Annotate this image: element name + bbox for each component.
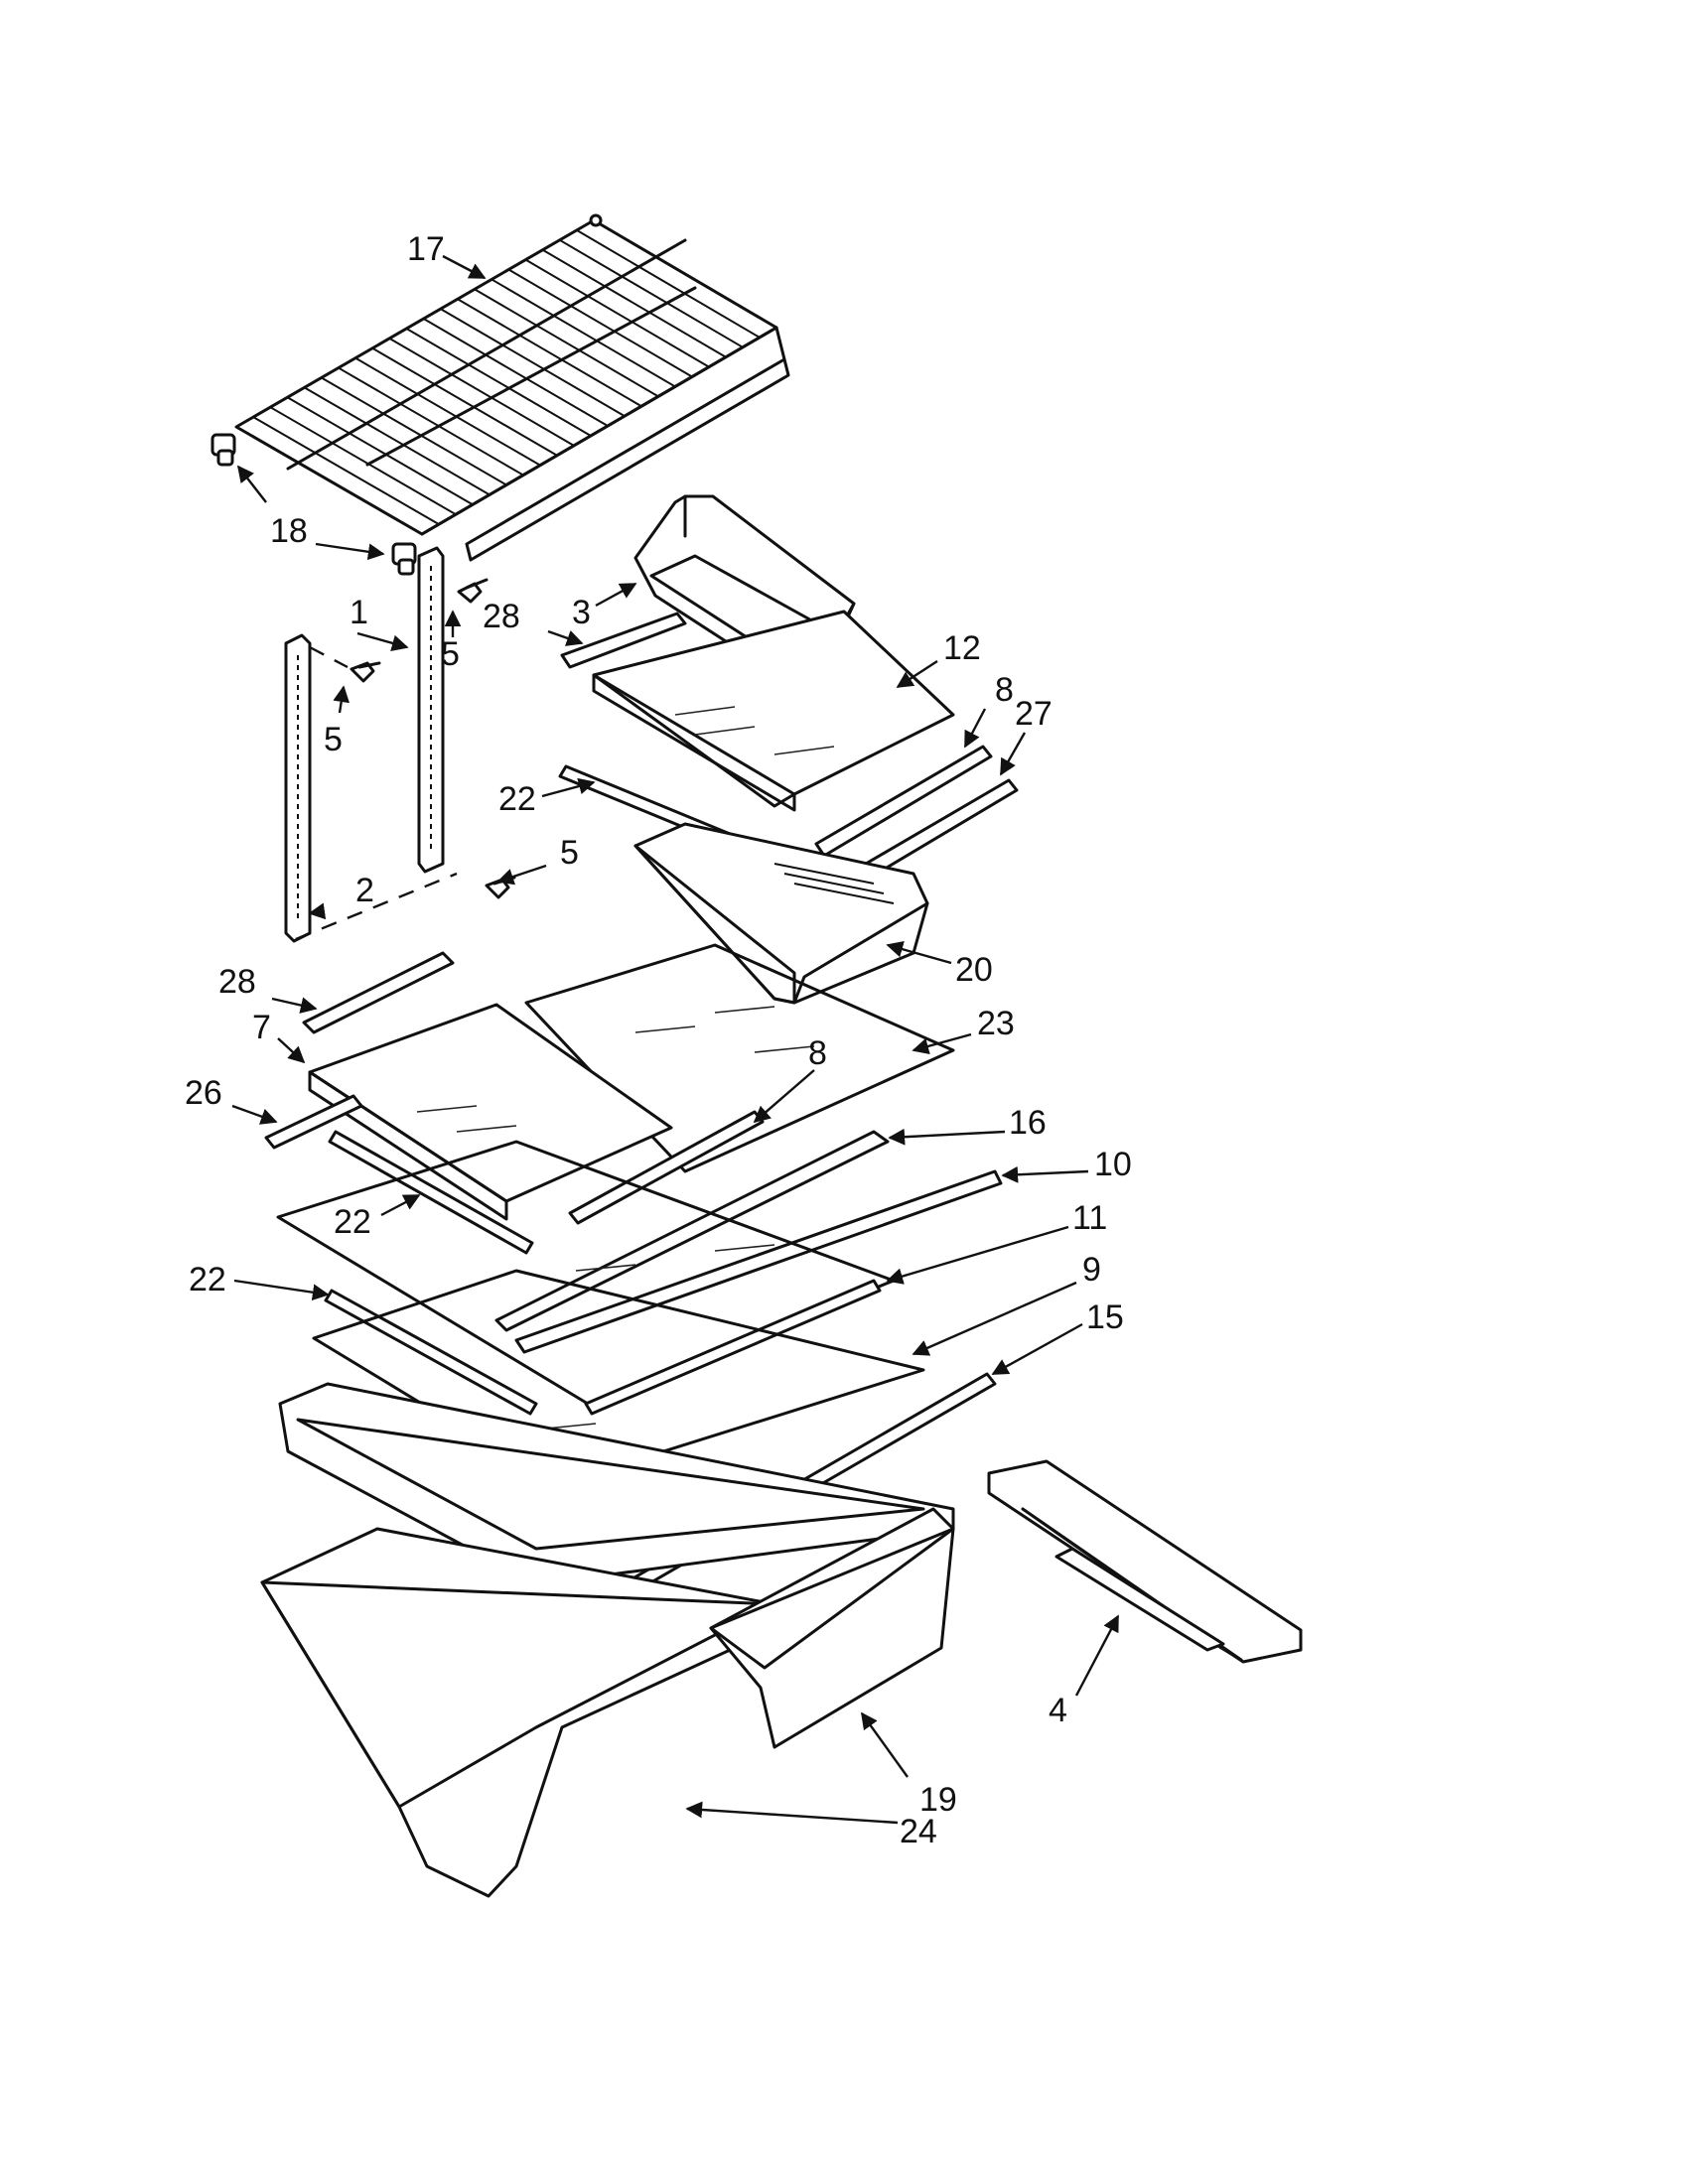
callout-22-lower: 22 (189, 1261, 226, 1298)
wire-rod (321, 376, 507, 486)
callout-10: 10 (1094, 1146, 1132, 1183)
callout-27: 27 (1015, 695, 1052, 733)
callout-11: 11 (1072, 1199, 1107, 1237)
callout-5-right: 5 (441, 635, 460, 673)
wire-rod (269, 406, 457, 516)
wire-rod (388, 337, 575, 447)
callout-labels: 17 18 1 5 5 5 2 3 28 12 8 27 22 20 28 7 … (185, 230, 1132, 1850)
wire-rod (338, 366, 524, 477)
wire-rod (440, 308, 626, 418)
wire-rod (576, 229, 761, 339)
callout-22-middle: 22 (334, 1203, 371, 1241)
callout-9: 9 (1082, 1251, 1101, 1289)
trim-strip-28-lower (302, 951, 455, 1034)
wire-rod (474, 288, 659, 398)
crisper-drawer-19 (709, 1507, 955, 1749)
wire-rod (304, 386, 491, 496)
wire-rod (235, 426, 423, 535)
wire-rod (405, 328, 592, 437)
trim-strip-26 (264, 1094, 363, 1150)
shelf-end-cap-18 (210, 433, 417, 576)
wire-rod (559, 238, 744, 348)
callout-26: 26 (185, 1074, 222, 1112)
callout-12: 12 (943, 629, 981, 667)
callout-8-upper: 8 (995, 671, 1014, 709)
crisper-pan-20 (633, 822, 929, 1005)
trim-strip-28-upper (560, 612, 687, 669)
wire-rod (371, 346, 558, 457)
callout-22-upper: 22 (498, 780, 536, 818)
wire-rod (593, 219, 777, 329)
shelf-ladder-2 (284, 633, 312, 943)
callout-24: 24 (900, 1813, 937, 1850)
callout-15: 15 (1086, 1298, 1124, 1336)
leader-lines (231, 254, 1120, 1825)
callout-8-lower: 8 (808, 1034, 827, 1072)
wire-rod (252, 416, 440, 525)
wire-rod (491, 278, 676, 388)
trim-strip-10 (514, 1169, 1003, 1354)
wire-rod (507, 268, 693, 378)
callout-1: 1 (350, 594, 368, 631)
trim-strip-16 (494, 1130, 890, 1332)
callout-2: 2 (355, 872, 374, 909)
callout-5-bottom: 5 (560, 834, 579, 872)
wire-rod (423, 318, 609, 427)
trim-strip-22-middle (328, 1130, 534, 1255)
wire-rod (524, 258, 710, 368)
shelf-ladder-1 (417, 546, 445, 874)
shelf-frame-7 (308, 1003, 673, 1221)
callout-7: 7 (252, 1009, 271, 1046)
bracket-4 (987, 1459, 1303, 1664)
trim-strip-8-upper (814, 745, 993, 858)
wire-rod (457, 298, 642, 408)
shelf-12 (592, 610, 955, 812)
wire-rod (354, 356, 541, 467)
callout-28-lower: 28 (218, 963, 256, 1001)
callout-3: 3 (572, 594, 591, 631)
crisper-drawer-24 (260, 1527, 776, 1898)
callout-20: 20 (955, 951, 993, 989)
wire-shelf-17 (234, 213, 790, 562)
callout-18: 18 (270, 512, 308, 550)
callout-5-left: 5 (324, 721, 343, 758)
callout-23: 23 (977, 1005, 1015, 1042)
wire-rod (286, 396, 474, 506)
wire-rod (542, 248, 727, 358)
callout-17: 17 (407, 230, 445, 268)
callout-16: 16 (1009, 1104, 1047, 1142)
callout-4: 4 (1049, 1692, 1067, 1729)
trim-strip-22-lower-b (584, 1279, 882, 1416)
callout-19: 19 (919, 1781, 957, 1819)
callout-28-upper: 28 (483, 598, 520, 635)
